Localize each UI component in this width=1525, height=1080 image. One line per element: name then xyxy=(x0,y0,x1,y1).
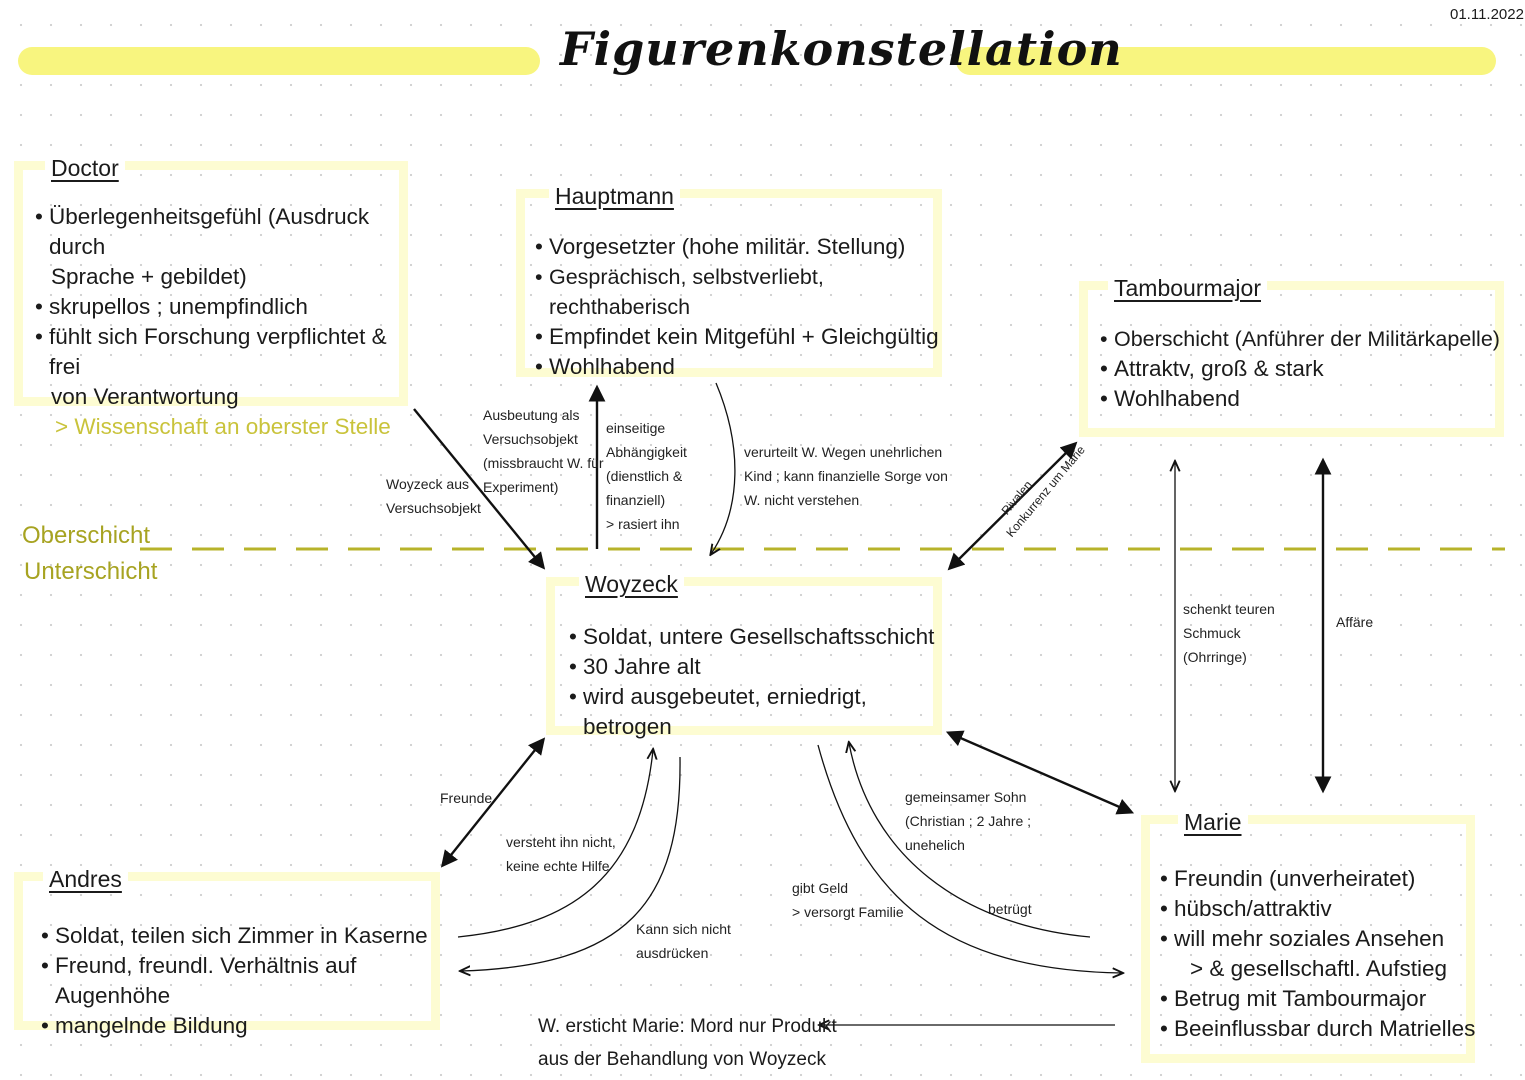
woyzeck-trait-3: wird ausgebeutet, erniedrigt, betrogen xyxy=(569,682,947,742)
box-hauptmann: Hauptmann Vorgesetzter (hohe militär. St… xyxy=(516,183,945,379)
note-woyzeck-doctor: Ausbeutung als Versuchsobjekt (missbrauc… xyxy=(483,403,604,499)
hauptmann-trait-1: Vorgesetzter (hohe militär. Stellung) xyxy=(535,232,945,262)
note-line: Kann sich nicht xyxy=(636,921,731,937)
doctor-trait-accent: > Wissenschaft an oberster Stelle xyxy=(55,414,391,439)
marie-trait-4: Betrug mit Tambourmajor xyxy=(1160,984,1480,1014)
marie-name: Marie xyxy=(1178,809,1248,836)
note-line: verurteilt W. Wegen unehrlichen xyxy=(744,444,943,460)
doctor-trait-1b: Sprache + gebildet) xyxy=(51,264,247,289)
note-son: gemeinsamer Sohn (Christian ; 2 Jahre ; … xyxy=(905,785,1031,857)
marie-trait-5: Beeinflussbar durch Matrielles xyxy=(1160,1014,1480,1044)
note-line: betrügt xyxy=(988,901,1032,917)
note-line: gemeinsamer Sohn xyxy=(905,789,1027,805)
arrow-doctor-woyzeck xyxy=(413,408,546,570)
marie-trait-3b: > & gesellschaftl. Aufstieg xyxy=(1190,956,1448,981)
note-jewelry: schenkt teuren Schmuck (Ohrringe) xyxy=(1183,597,1275,669)
arrow-marie-betrayal xyxy=(849,743,1091,938)
note-line: unehelich xyxy=(905,837,965,853)
note-line: W. nicht verstehen xyxy=(744,492,860,508)
note-line: finanziell) xyxy=(606,492,666,508)
note-line: Affäre xyxy=(1336,614,1374,630)
note-line: Kind ; kann finanzielle Sorge von xyxy=(744,468,948,484)
highlight-bar-left xyxy=(18,47,540,75)
note-line: Versuchsobjekt xyxy=(483,431,578,447)
note-line: Woyzeck aus xyxy=(386,476,469,492)
note-line: Abhängigkeit xyxy=(606,444,687,460)
box-marie: Marie Freundin (unverheiratet) hübsch/at… xyxy=(1141,809,1475,1063)
hauptmann-trait-2: Gesprächisch, selbstverliebt, rechthaber… xyxy=(535,262,945,322)
verdict-line-1: W. ersticht Marie: Mord nur Produkt xyxy=(538,1016,837,1037)
arrow-woyzeck-express xyxy=(461,756,681,971)
note-woyzeck-hauptmann: einseitige Abhängigkeit (dienstlich & fi… xyxy=(606,416,687,536)
note-line: ausdrücken xyxy=(636,945,709,961)
doctor-trait-3: fühlt sich Forschung verpflichtet & frei xyxy=(35,322,415,382)
andres-trait-1: Soldat, teilen sich Zimmer in Kaserne xyxy=(41,921,446,951)
note-line: Freunde xyxy=(440,790,493,806)
andres-trait-3: mangelnde Bildung xyxy=(41,1011,446,1041)
note-line: (Christian ; 2 Jahre ; xyxy=(905,813,1032,829)
tambourmajor-trait-1: Oberschicht (Anführer der Militärkapelle… xyxy=(1100,324,1510,354)
hauptmann-trait-3: Empfindet kein Mitgefühl + Gleichgültig xyxy=(535,322,945,352)
note-andres-help: versteht ihn nicht, keine echte Hilfe xyxy=(506,830,616,878)
andres-trait-2: Freund, freundl. Verhältnis auf Augenhöh… xyxy=(41,951,446,1011)
note-line: keine echte Hilfe xyxy=(506,858,610,874)
doctor-trait-2: skrupellos ; unempfindlich xyxy=(35,292,415,322)
woyzeck-name: Woyzeck xyxy=(579,571,684,598)
andres-name: Andres xyxy=(43,866,128,893)
note-line: einseitige xyxy=(606,420,666,436)
note-hauptmann-woyzeck: verurteilt W. Wegen unehrlichen Kind ; k… xyxy=(744,440,948,512)
arrow-rivals xyxy=(947,441,1078,571)
note-line: Versuchsobjekt xyxy=(386,500,481,516)
note-betrayal: betrügt xyxy=(988,897,1032,921)
hauptmann-trait-4: Wohlhabend xyxy=(535,352,945,382)
tambourmajor-trait-3: Wohlhabend xyxy=(1100,384,1510,414)
doctor-name: Doctor xyxy=(45,155,125,182)
marie-trait-3: will mehr soziales Ansehen xyxy=(1160,924,1480,954)
date-label: 01.11.2022 xyxy=(1450,6,1524,23)
layer-label-lower: Unterschicht xyxy=(24,558,158,585)
box-tambourmajor: Tambourmajor Oberschicht (Anführer der M… xyxy=(1079,275,1504,437)
arrow-woyzeck-marie-money xyxy=(817,744,1122,973)
woyzeck-trait-1: Soldat, untere Gesellschaftsschicht xyxy=(569,622,947,652)
marie-trait-1: Freundin (unverheiratet) xyxy=(1160,864,1480,894)
note-line: versteht ihn nicht, xyxy=(506,834,616,850)
note-andres-woyzeck: Freunde xyxy=(440,786,492,810)
note-line: (dienstlich & xyxy=(606,468,683,484)
box-andres: Andres Soldat, teilen sich Zimmer in Kas… xyxy=(14,866,440,1038)
box-woyzeck: Woyzeck Soldat, untere Gesellschaftsschi… xyxy=(546,571,942,739)
hauptmann-name: Hauptmann xyxy=(549,183,680,210)
note-line: schenkt teuren xyxy=(1183,601,1275,617)
note-line: Experiment) xyxy=(483,479,559,495)
arrow-woyzeck-marie xyxy=(945,730,1135,815)
box-doctor: Doctor Überlegenheitsgefühl (Ausdruck du… xyxy=(14,155,408,439)
note-line: (Ohrringe) xyxy=(1183,649,1247,665)
note-woyzeck-express: Kann sich nicht ausdrücken xyxy=(636,917,731,965)
woyzeck-trait-2: 30 Jahre alt xyxy=(569,652,947,682)
tambourmajor-trait-2: Attraktv, groß & stark xyxy=(1100,354,1510,384)
marie-trait-2: hübsch/attraktiv xyxy=(1160,894,1480,924)
note-line: Ausbeutung als xyxy=(483,407,580,423)
note-line: > rasiert ihn xyxy=(606,516,680,532)
note-line: Schmuck xyxy=(1183,625,1241,641)
note-woyzeck-marie-money: gibt Geld > versorgt Familie xyxy=(792,876,904,924)
tambourmajor-name: Tambourmajor xyxy=(1108,275,1267,302)
verdict-note: W. ersticht Marie: Mord nur Produkt aus … xyxy=(538,1010,837,1076)
doctor-trait-3b: von Verantwortung xyxy=(51,384,239,409)
note-line: > versorgt Familie xyxy=(792,904,904,920)
note-line: gibt Geld xyxy=(792,880,849,896)
arrow-hauptmann-woyzeck xyxy=(711,382,736,554)
highlight-bar-right xyxy=(956,47,1496,75)
arrow-andres-help xyxy=(457,750,653,938)
note-doctor-woyzeck: Woyzeck aus Versuchsobjekt xyxy=(386,472,481,520)
layer-label-upper: Oberschicht xyxy=(22,522,151,549)
doctor-trait-1: Überlegenheitsgefühl (Ausdruck durch xyxy=(35,202,415,262)
note-affair: Affäre xyxy=(1336,610,1373,634)
verdict-line-2: aus der Behandlung von Woyzeck xyxy=(538,1049,826,1070)
arrow-andres-woyzeck xyxy=(440,737,546,868)
note-line: (missbraucht W. für xyxy=(483,455,604,471)
